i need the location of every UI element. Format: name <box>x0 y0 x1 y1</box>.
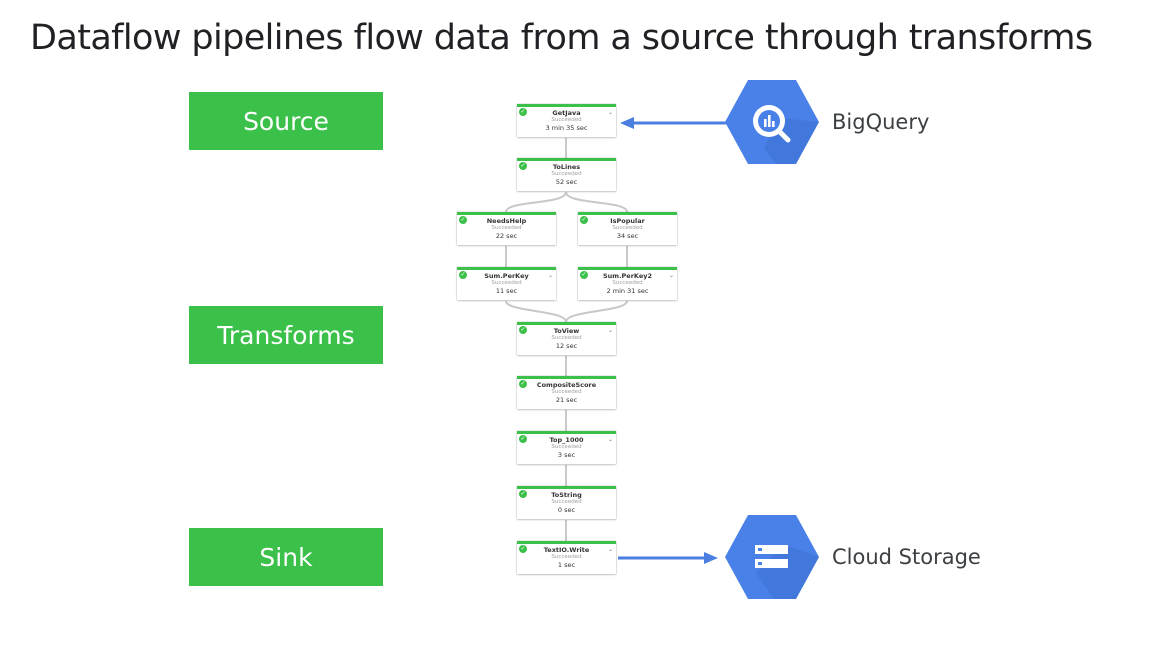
chevron-down-icon[interactable]: ⌄ <box>607 546 613 553</box>
node-name: NeedsHelp <box>486 217 527 225</box>
node-time: 3 min 35 sec <box>545 124 588 132</box>
node-toview[interactable]: ✓ ⌄ ToView Succeeded 12 sec <box>517 322 616 355</box>
node-time: 0 sec <box>557 506 576 514</box>
node-status: Succeeded <box>551 335 582 341</box>
arrow-bigquery-to-getjava <box>620 117 727 129</box>
node-needshelp[interactable]: ✓ NeedsHelp Succeeded 22 sec <box>457 212 556 245</box>
node-time: 22 sec <box>495 232 518 240</box>
check-circle-icon: ✓ <box>519 490 527 498</box>
node-name: CompositeScore <box>536 381 597 389</box>
node-top1000[interactable]: ✓ ⌄ Top_1000 Succeeded 3 sec <box>517 431 616 464</box>
chevron-down-icon[interactable]: ⌄ <box>607 327 613 334</box>
stage-transforms: Transforms <box>189 306 383 364</box>
node-status: Succeeded <box>551 444 582 450</box>
check-circle-icon: ✓ <box>519 326 527 334</box>
node-name: TextIO.Write <box>543 546 590 554</box>
bigquery-label: BigQuery <box>832 110 930 134</box>
cloud-storage-label: Cloud Storage <box>832 545 981 569</box>
edge-sumperkey-toview <box>505 300 567 323</box>
chevron-down-icon[interactable]: ⌄ <box>607 109 613 116</box>
node-sumperkey[interactable]: ✓ ⌄ Sum.PerKey Succeeded 11 sec <box>457 267 556 300</box>
cloud-storage-icon <box>725 515 819 599</box>
node-textio-write[interactable]: ✓ ⌄ TextIO.Write Succeeded 1 sec <box>517 541 616 574</box>
arrow-textio-to-storage <box>618 552 718 564</box>
node-name: ToString <box>551 491 582 499</box>
node-sumperkey2[interactable]: ✓ ⌄ Sum.PerKey2 Succeeded 2 min 31 sec <box>578 267 677 300</box>
chevron-down-icon[interactable]: ⌄ <box>607 436 613 443</box>
node-status: Succeeded <box>551 554 582 560</box>
node-name: ToLines <box>552 163 581 171</box>
node-getjava[interactable]: ✓ ⌄ GetJava Succeeded 3 min 35 sec <box>517 104 616 137</box>
node-status: Succeeded <box>551 499 582 505</box>
node-time: 52 sec <box>555 178 578 186</box>
edge-tolines-ispopular <box>565 191 628 213</box>
node-time: 21 sec <box>555 396 578 404</box>
stage-source: Source <box>189 92 383 150</box>
node-status: Succeeded <box>491 280 522 286</box>
chevron-down-icon[interactable]: ⌄ <box>547 272 553 279</box>
node-tolines[interactable]: ✓ ToLines Succeeded 52 sec <box>517 158 616 191</box>
check-circle-icon: ✓ <box>459 271 467 279</box>
chevron-down-icon[interactable]: ⌄ <box>668 272 674 279</box>
bigquery-icon <box>725 80 819 164</box>
node-status: Succeeded <box>551 171 582 177</box>
node-status: Succeeded <box>491 225 522 231</box>
check-circle-icon: ✓ <box>580 216 588 224</box>
check-circle-icon: ✓ <box>519 162 527 170</box>
node-time: 34 sec <box>616 232 639 240</box>
node-tostring[interactable]: ✓ ToString Succeeded 0 sec <box>517 486 616 519</box>
node-name: ToView <box>553 327 580 335</box>
node-status: Succeeded <box>551 389 582 395</box>
stage-sink: Sink <box>189 528 383 586</box>
node-name: Top_1000 <box>549 436 584 444</box>
check-circle-icon: ✓ <box>519 380 527 388</box>
edge-sumperkey2-toview <box>565 300 628 323</box>
check-circle-icon: ✓ <box>519 545 527 553</box>
node-time: 11 sec <box>495 287 518 295</box>
node-time: 12 sec <box>555 342 578 350</box>
node-time: 2 min 31 sec <box>606 287 649 295</box>
check-circle-icon: ✓ <box>459 216 467 224</box>
check-circle-icon: ✓ <box>580 271 588 279</box>
check-circle-icon: ✓ <box>519 435 527 443</box>
check-circle-icon: ✓ <box>519 108 527 116</box>
slide-title: Dataflow pipelines flow data from a sour… <box>30 18 1093 58</box>
edge-tolines-needshelp <box>505 191 567 213</box>
node-name: GetJava <box>552 109 581 117</box>
node-status: Succeeded <box>551 117 582 123</box>
node-ispopular[interactable]: ✓ IsPopular Succeeded 34 sec <box>578 212 677 245</box>
node-status: Succeeded <box>612 225 643 231</box>
node-name: Sum.PerKey2 <box>602 272 653 280</box>
node-time: 3 sec <box>557 451 576 459</box>
node-name: Sum.PerKey <box>484 272 529 280</box>
node-name: IsPopular <box>610 217 645 225</box>
node-status: Succeeded <box>612 280 643 286</box>
node-time: 1 sec <box>557 561 576 569</box>
node-compositescore[interactable]: ✓ CompositeScore Succeeded 21 sec <box>517 376 616 409</box>
